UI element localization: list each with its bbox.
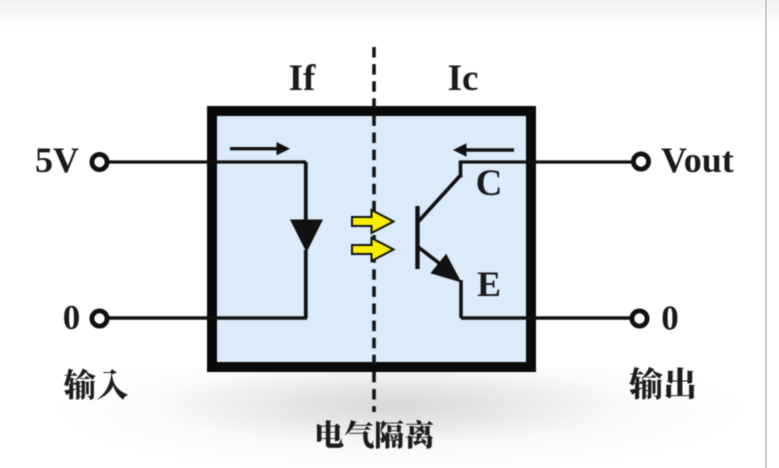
svg-text:5V: 5V [35,140,79,180]
svg-text:C: C [476,163,503,204]
svg-text:If: If [289,58,316,99]
svg-text:0: 0 [63,298,81,337]
svg-text:Ic: Ic [448,58,479,99]
svg-text:Vout: Vout [661,140,734,180]
svg-text:E: E [477,264,501,304]
svg-text:0: 0 [661,299,679,338]
